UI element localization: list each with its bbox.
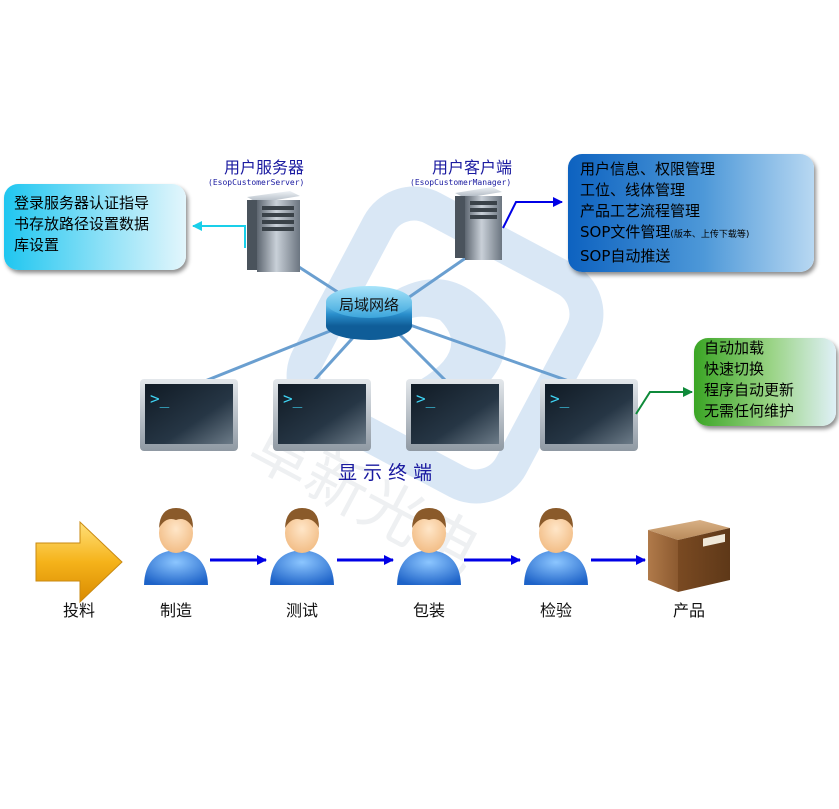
server-title: 用户服务器: [224, 158, 305, 177]
client-title: 用户客户端: [432, 158, 513, 177]
worker-person-icon: [270, 508, 334, 585]
client-subtitle: (EsopCustomerManager): [410, 178, 512, 187]
terminal-callout-line: 快速切换: [704, 360, 765, 378]
client-callout-line: 用户信息、权限管理: [580, 160, 716, 178]
server-subtitle: (EsopCustomerServer): [208, 178, 305, 187]
terminals-label: 显 示 终 端: [338, 462, 433, 484]
server-callout-line: 书存放路径设置数据: [14, 215, 150, 233]
terminal-prompt: >_: [150, 389, 170, 408]
lan-label: 局域网络: [339, 296, 399, 314]
terminal-prompt: >_: [416, 389, 436, 408]
step-label-input: 投料: [62, 601, 95, 620]
server-callout-line: 登录服务器认证指导: [14, 194, 150, 212]
client-callout-line: 工位、线体管理: [580, 181, 686, 199]
step-label-test: 测试: [285, 601, 318, 620]
terminal-prompt: >_: [550, 389, 570, 408]
client-tower-icon: [455, 187, 502, 260]
step-label-product: 产品: [672, 601, 705, 620]
terminal-monitor-icon: >_: [540, 379, 638, 451]
client-callout-box: 用户信息、权限管理 工位、线体管理 产品工艺流程管理 SOP文件管理(版本、上传…: [568, 154, 814, 272]
sop-file-note: (版本、上传下载等): [670, 230, 750, 240]
client-callout-line: SOP自动推送: [580, 247, 671, 265]
terminal-monitor-icon: >_: [273, 379, 371, 451]
worker-person-icon: [524, 508, 588, 585]
server-callout-line: 库设置: [14, 236, 60, 254]
server-callout-box: 登录服务器认证指导 书存放路径设置数据 库设置: [4, 184, 186, 270]
terminal-callout-arrow: [635, 387, 693, 415]
terminal-monitor-icon: >_: [140, 379, 238, 451]
terminal-callout-line: 无需任何维护: [704, 402, 795, 420]
step-label-manufacture: 制造: [159, 601, 192, 620]
sop-file-label: SOP文件管理: [580, 223, 671, 241]
product-box-icon: [648, 520, 730, 592]
lan-hub-icon: [326, 286, 412, 340]
terminal-monitor-icon: >_: [406, 379, 504, 451]
input-arrow-icon: [35, 520, 123, 604]
terminal-callout-box: 自动加载 快速切换 程序自动更新 无需任何维护: [694, 338, 836, 426]
worker-person-icon: [144, 508, 208, 585]
server-tower-icon: [247, 191, 300, 272]
terminal-prompt: >_: [283, 389, 303, 408]
client-callout-arrow: [502, 197, 563, 229]
worker-person-icon: [397, 508, 461, 585]
step-label-inspect: 检验: [539, 601, 572, 620]
terminal-callout-line: 自动加载: [704, 339, 765, 357]
terminal-callout-line: 程序自动更新: [704, 381, 795, 399]
step-label-package: 包装: [412, 601, 445, 620]
client-callout-line: 产品工艺流程管理: [580, 202, 701, 220]
client-callout-line: SOP文件管理(版本、上传下载等): [580, 222, 814, 246]
server-callout-arrow: [192, 221, 246, 248]
